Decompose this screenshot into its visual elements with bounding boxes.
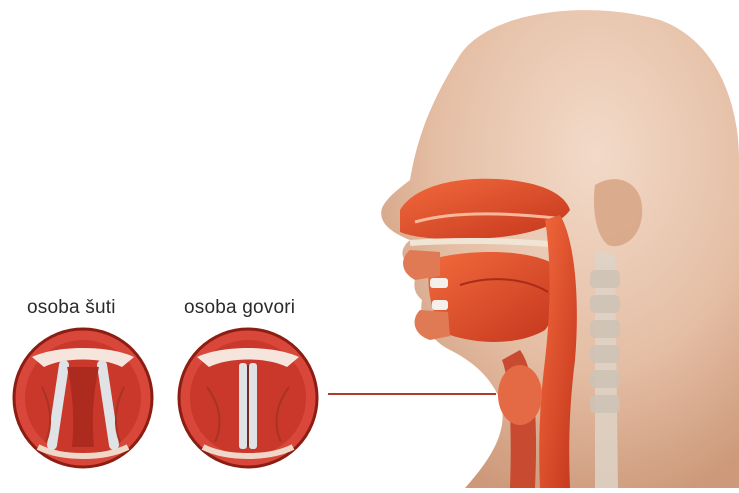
vocal-folds-open-view	[12, 327, 154, 469]
left-cord	[239, 363, 247, 449]
head-cross-section	[370, 0, 739, 488]
larynx	[498, 365, 542, 425]
head-svg	[370, 0, 739, 488]
vocal-folds-closed-svg	[177, 327, 319, 469]
upper-lip	[403, 250, 440, 280]
right-cord	[249, 363, 257, 449]
label-silent: osoba šuti	[27, 297, 116, 319]
label-talking: osoba govori	[184, 297, 295, 319]
vocal-folds-open-svg	[12, 327, 154, 469]
pointer-line	[328, 393, 496, 395]
lower-lip	[415, 310, 450, 340]
vocal-folds-closed-view	[177, 327, 319, 469]
